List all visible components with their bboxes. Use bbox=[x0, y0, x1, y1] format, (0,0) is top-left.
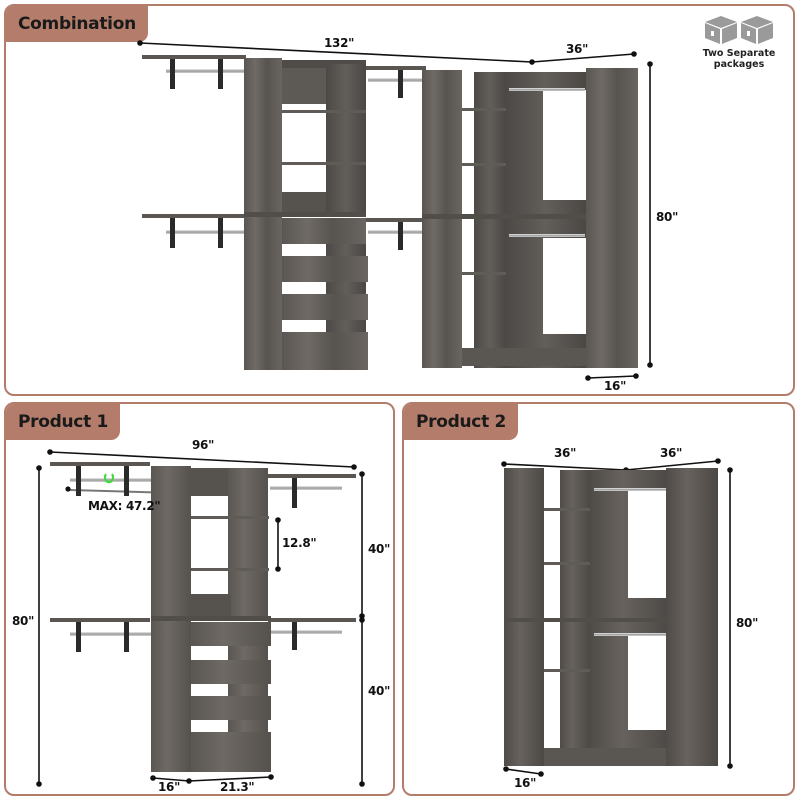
product2-closet-illustration bbox=[501, 458, 733, 777]
combination-panel: Combination bbox=[4, 4, 795, 396]
dimension-rod-max: MAX: 47.2" bbox=[88, 499, 161, 513]
dimension-height: 80" bbox=[656, 210, 679, 224]
dimension-corner-width: 36" bbox=[566, 42, 589, 56]
package-badge: Two Separate packages bbox=[699, 14, 779, 70]
product2-title: Product 2 bbox=[404, 404, 519, 440]
dimension-right-width: 36" bbox=[660, 446, 683, 460]
dimension-width: 96" bbox=[192, 438, 215, 452]
package-line-2: packages bbox=[713, 59, 765, 70]
product1-title: Product 1 bbox=[6, 404, 121, 440]
dimension-shelf-spacing: 12.8" bbox=[282, 536, 317, 550]
product1-panel: Product 1 bbox=[4, 402, 395, 796]
dimension-left-width: 36" bbox=[554, 446, 577, 460]
dimension-total-width: 132" bbox=[324, 36, 355, 50]
dimension-lower-height: 40" bbox=[368, 684, 391, 698]
dimension-depth: 16" bbox=[604, 379, 627, 393]
dimension-depth: 16" bbox=[158, 780, 181, 794]
two-boxes-icon bbox=[705, 16, 773, 44]
dimension-tower-width: 21.3" bbox=[220, 780, 255, 794]
dimension-upper-height: 40" bbox=[368, 542, 391, 556]
combination-closet-illustration bbox=[137, 40, 653, 381]
dimension-total-height: 80" bbox=[12, 614, 35, 628]
product1-closet-illustration bbox=[36, 449, 365, 787]
product2-panel: Product 2 bbox=[402, 402, 795, 796]
dimension-depth: 16" bbox=[514, 776, 537, 790]
combination-title: Combination bbox=[6, 6, 148, 42]
dimension-height: 80" bbox=[736, 616, 759, 630]
package-line-1: Two Separate bbox=[702, 48, 776, 59]
